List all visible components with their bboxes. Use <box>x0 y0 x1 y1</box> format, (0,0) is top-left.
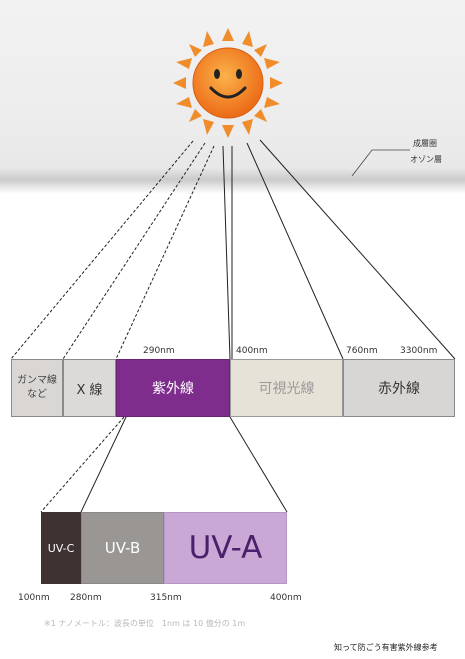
band-gamma: ガンマ線 など <box>11 359 63 417</box>
source-credit: 知って防ごう有害紫外線参考 <box>334 643 438 652</box>
ozone-layer-label: オゾン層 <box>410 155 442 164</box>
band-gamma-label: ガンマ線 など <box>17 375 57 400</box>
band-xray: X 線 <box>63 359 116 417</box>
band-uv-c-label: UV-C <box>47 541 75 555</box>
boundary-760nm: 760nm <box>346 346 378 356</box>
ray-ir-right <box>259 139 456 360</box>
band-visible-label: 可視光線 <box>258 381 315 397</box>
uv-boundary-315nm: 315nm <box>150 593 182 603</box>
ray-uv-right <box>222 145 231 360</box>
band-uv-b: UV-B <box>81 512 164 584</box>
band-uv-b-label: UV-B <box>104 539 141 557</box>
band-uv-a: UV-A <box>164 512 287 584</box>
stratosphere-label: 成層圏 <box>413 139 437 148</box>
band-ultraviolet-label: 紫外線 <box>152 381 194 397</box>
footnote: ※1 ナノメートル：波長の単位 1nm は 10 億分の 1m <box>44 619 246 628</box>
uv-boundary-100nm: 100nm <box>18 593 50 603</box>
band-infrared-label: 赤外線 <box>378 381 420 397</box>
band-xray-label: X 線 <box>76 382 103 398</box>
ray-gamma-right <box>62 142 206 360</box>
uv-boundary-400nm: 400nm <box>270 593 302 603</box>
ray-gamma-left <box>10 140 194 360</box>
boundary-3300nm: 3300nm <box>400 346 438 356</box>
ray-x-right <box>115 145 215 360</box>
expand-uvb-line <box>80 416 127 513</box>
uv-boundary-280nm: 280nm <box>70 593 102 603</box>
sun-icon <box>173 28 283 138</box>
ray-visible-right <box>246 142 344 360</box>
band-uv-c: UV-C <box>41 512 81 584</box>
expand-uva-line <box>229 416 288 513</box>
band-ultraviolet: 紫外線 <box>116 359 230 417</box>
ozone-pointer <box>351 149 410 177</box>
band-uv-a-label: UV-A <box>188 530 263 566</box>
boundary-290nm: 290nm <box>143 346 175 356</box>
band-infrared: 赤外線 <box>343 359 455 417</box>
band-visible: 可視光線 <box>230 359 343 417</box>
boundary-400nm: 400nm <box>236 346 268 356</box>
expand-uvc-line <box>40 416 125 513</box>
